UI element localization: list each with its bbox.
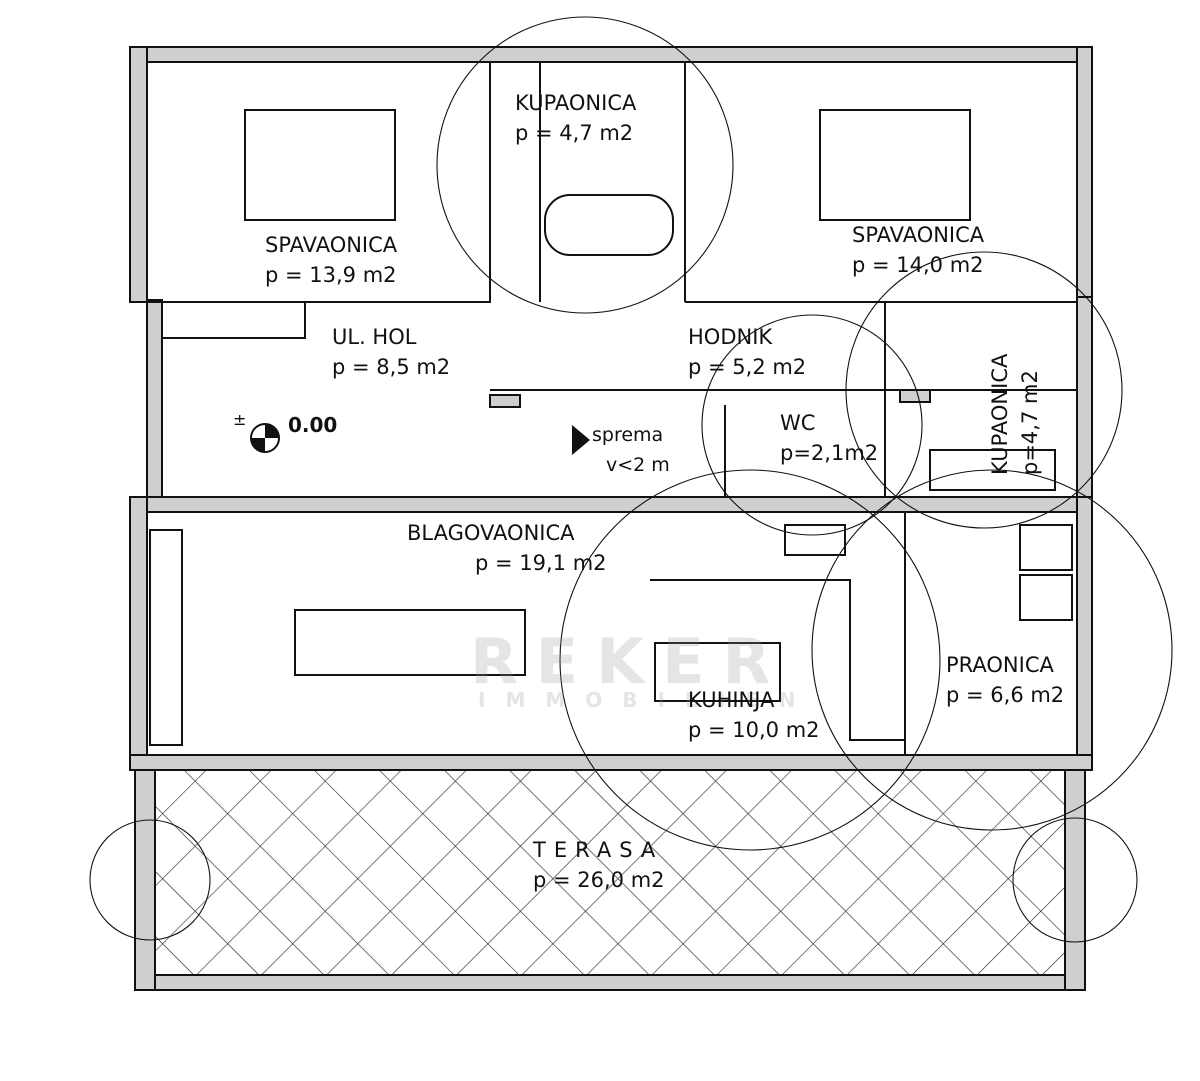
level-marker-icon [250, 423, 280, 453]
arcs [89, 16, 1173, 943]
walls [129, 46, 1093, 991]
watermark-logo: REKER [470, 625, 789, 698]
level-sign: ± [233, 410, 247, 429]
interior-walls [147, 62, 1077, 755]
level-value: 0.00 [288, 413, 338, 437]
terrace-hatch [154, 769, 1066, 976]
watermark-tagline: IMMOBILIEN [478, 688, 816, 712]
stair-arrow-icon [572, 425, 590, 455]
